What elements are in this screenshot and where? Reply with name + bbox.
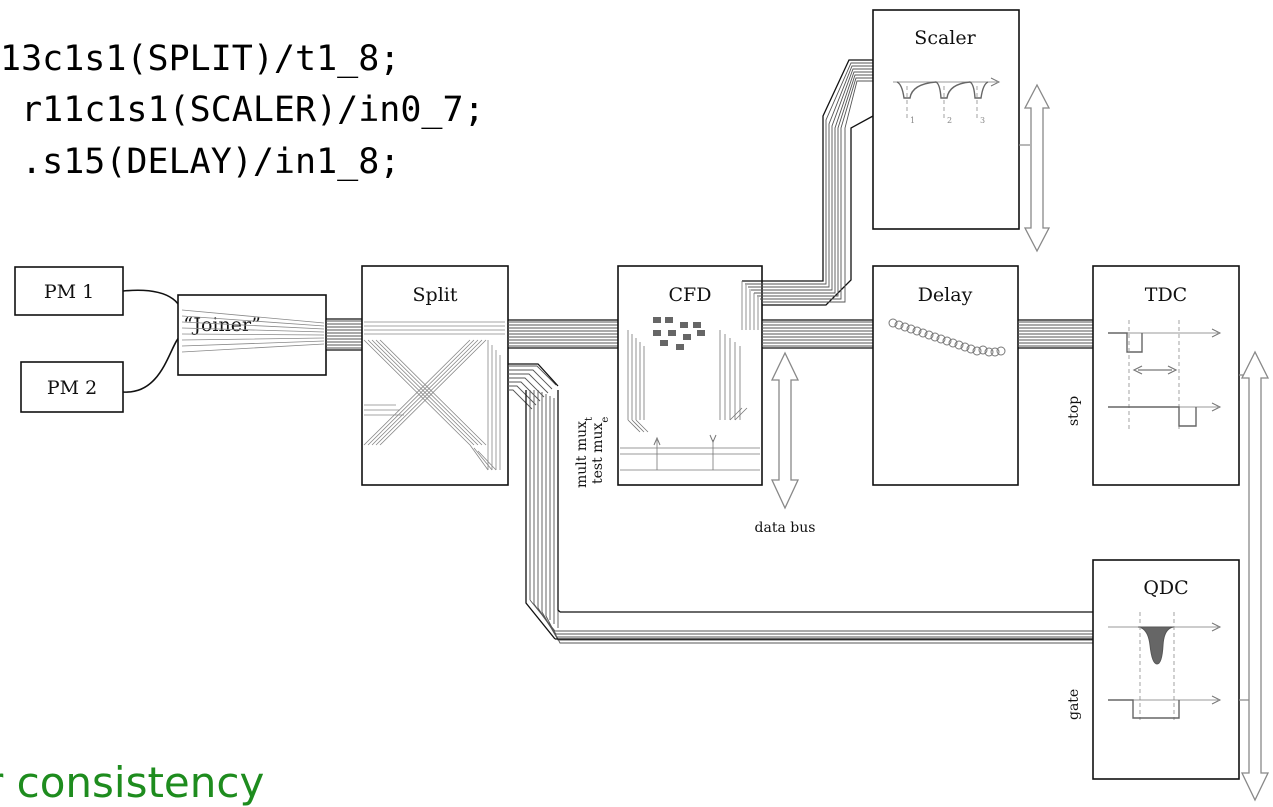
- pm1-box: [14, 266, 124, 316]
- tdc-label: TDC: [1145, 284, 1187, 306]
- code-line-1: 13c1s1(SPLIT)/t1_8;: [0, 39, 401, 79]
- split-label: Split: [413, 284, 458, 306]
- bus-split-qdc: [508, 363, 1093, 644]
- bus-split-cfd: [508, 319, 618, 349]
- scaler-vme-arrow: [1023, 83, 1051, 253]
- bus-cfd-scaler: [741, 59, 874, 330]
- tdc-box: [1092, 265, 1240, 486]
- qdc-box: [1092, 559, 1240, 780]
- pm1-label: PM 1: [44, 281, 94, 303]
- code-line-3: .s15(DELAY)/in1_8;: [0, 142, 401, 182]
- tdc-timing-plot: [1108, 320, 1222, 430]
- bus-joiner-split: [326, 318, 362, 351]
- cfd-box: [617, 265, 763, 486]
- data-bus-arrow: [770, 351, 800, 510]
- stop-label: stop: [1066, 396, 1082, 426]
- scaler-tick-1: 1: [910, 116, 915, 125]
- pm2-cable: [122, 334, 183, 393]
- qdc-label: QDC: [1143, 577, 1188, 599]
- scaler-pulse-plot: 1 2 3: [893, 77, 1001, 125]
- joiner-label: “Joiner”: [183, 314, 261, 336]
- pm2-label: PM 2: [47, 377, 97, 399]
- mult-mux-label: mult muxt: [574, 417, 595, 488]
- joiner-fan-lines: [181, 309, 325, 353]
- scaler-tick-2: 2: [947, 116, 952, 125]
- split-box: [361, 265, 509, 486]
- data-bus-label: data bus: [755, 520, 816, 536]
- gate-label: gate: [1066, 689, 1082, 720]
- bus-cfd-delay: [762, 319, 873, 349]
- cfd-label: CFD: [669, 284, 712, 306]
- bus-delay-tdc: [1018, 319, 1093, 349]
- caption-text: r consistency: [0, 758, 265, 807]
- cfd-internal-logic: [620, 317, 760, 471]
- scaler-tick-3: 3: [980, 116, 985, 125]
- vme-bus-arrow: [1240, 350, 1270, 802]
- code-line-2: r11c1s1(SCALER)/in0_7;: [0, 90, 485, 130]
- delay-box: [872, 265, 1019, 486]
- test-mux-label: test muxe: [590, 417, 611, 484]
- scaler-label: Scaler: [914, 27, 976, 49]
- delay-label: Delay: [918, 284, 973, 306]
- delay-coil: [888, 318, 1006, 357]
- split-crossing-lines: [363, 321, 505, 471]
- pm2-box: [20, 361, 124, 413]
- scaler-box: [872, 9, 1020, 230]
- qdc-charge-plot: [1108, 612, 1222, 720]
- pm1-cable: [122, 289, 182, 319]
